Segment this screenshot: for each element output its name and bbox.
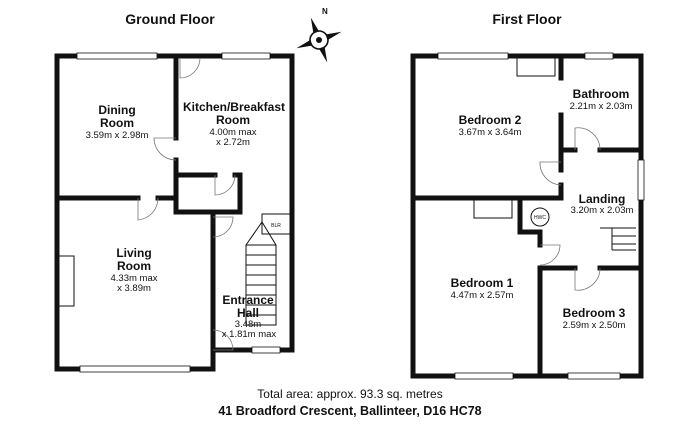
hwc-label: HWC [534, 215, 546, 221]
living-door [137, 197, 159, 221]
first-floor-plan [410, 52, 645, 380]
bathroom-window [584, 52, 614, 60]
ground-floor-plan [54, 52, 295, 373]
compass-north-label: N [322, 7, 328, 16]
hall-window [251, 346, 281, 354]
living-chimney-breast [58, 255, 75, 307]
entrance-hall-name-2: Hall [237, 306, 259, 320]
living-room-name-2: Room [117, 259, 151, 273]
bedroom3-name: Bedroom 3 [563, 306, 626, 320]
entrance-hall-dims-2: x 1.81m max [222, 329, 277, 340]
bedroom1-door [539, 244, 561, 266]
landing-name: Landing [579, 192, 626, 206]
first-outer-wall [410, 53, 644, 379]
living-room-dims-2: x 3.89m [117, 283, 151, 294]
kitchen-hall-door [214, 174, 236, 196]
living-room-dims: 4.33m max [111, 273, 158, 284]
first-stairs [600, 227, 636, 251]
bedroom2-window [437, 52, 509, 60]
hwc-cylinder [530, 207, 550, 227]
ground-stairs [245, 221, 277, 326]
address-text: 41 Broadford Crescent, Ballinteer, D16 H… [218, 404, 481, 418]
ground-floor-heading: Ground Floor [125, 11, 215, 27]
dining-window [76, 52, 158, 60]
boiler-label: BLR [271, 223, 281, 229]
boiler-box [261, 213, 291, 235]
total-area-text: Total area: approx. 93.3 sq. metres [257, 387, 442, 401]
front-door [212, 329, 234, 351]
bedroom2-door [539, 161, 562, 186]
dining-room-dims: 3.59m x 2.98m [86, 130, 149, 141]
dining-kitchen-door [153, 137, 177, 161]
kitchen-room-dims: 4.00m max [210, 127, 257, 138]
bathroom-dims: 2.21m x 2.03m [570, 101, 633, 112]
bedroom3-door [574, 267, 601, 291]
bedroom1-window [454, 372, 514, 380]
hall-living-door [212, 216, 234, 238]
compass [296, 17, 342, 63]
bedroom3-window [567, 372, 621, 380]
bedroom1-dims: 4.47m x 2.57m [451, 290, 514, 301]
bedroom3-dims: 2.59m x 2.50m [563, 320, 626, 331]
dining-room-name: Dining [98, 103, 135, 117]
bedroom1-name: Bedroom 1 [451, 276, 514, 290]
landing-window [637, 159, 645, 201]
entrance-hall-name: Entrance [222, 293, 274, 307]
kitchen-room-name: Kitchen/Breakfast [183, 100, 285, 114]
bedroom2-wardrobe [516, 57, 556, 77]
bathroom-name: Bathroom [573, 87, 630, 101]
kitchen-window [221, 52, 271, 60]
back-door-swing [179, 57, 201, 79]
first-floor-heading: First Floor [492, 11, 562, 27]
kitchen-room-name-2: Room [216, 113, 250, 127]
bedroom1-wardrobe [473, 199, 513, 219]
living-room-name: Living [116, 246, 151, 260]
dining-room-name-2: Room [100, 116, 134, 130]
living-window [79, 365, 191, 373]
bedroom2-dims: 3.67m x 3.64m [459, 127, 522, 138]
bedroom2-name: Bedroom 2 [459, 113, 522, 127]
landing-dims: 3.20m x 2.03m [571, 205, 634, 216]
entrance-hall-dims: 3.48m [235, 319, 261, 330]
kitchen-room-dims-2: x 2.72m [216, 137, 250, 148]
bathroom-door [574, 127, 601, 151]
